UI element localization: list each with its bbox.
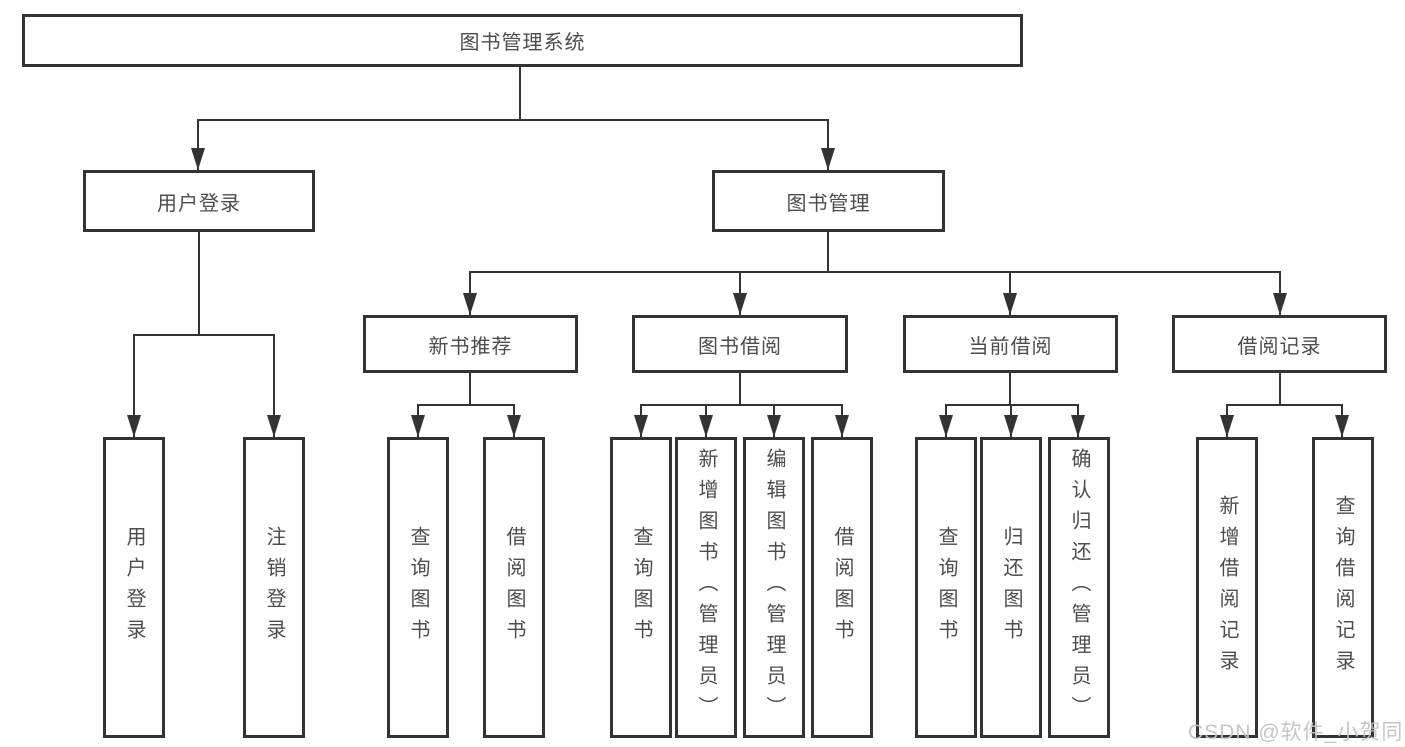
node-current-borrow-label: 当前借阅 — [968, 335, 1053, 358]
connector-line-v — [1009, 373, 1011, 406]
arrowhead-down-icon — [1335, 415, 1349, 437]
node-root-label: 图书管理系统 — [459, 32, 586, 54]
arrowhead-down-icon — [463, 293, 477, 315]
connector-line-v — [519, 67, 521, 120]
connector-line-v — [273, 334, 275, 437]
node-book-management: 图书管理 — [712, 170, 945, 232]
arrowhead-down-icon — [634, 415, 648, 437]
node-current-borrow: 当前借阅 — [903, 315, 1118, 373]
connector-line-h — [197, 119, 829, 121]
csdn-watermark: CSDN @软件_小贺同学 — [1188, 721, 1405, 744]
leaf-borrow-books-borrow-label: 借阅图书 — [831, 525, 853, 650]
leaf-add-books-admin: 新增图书（管理员） — [675, 437, 737, 738]
node-borrow-records-label: 借阅记录 — [1237, 335, 1322, 358]
node-user-login-label: 用户登录 — [157, 192, 241, 215]
leaf-logout: 注销登录 — [243, 437, 305, 738]
connector-line-v — [198, 232, 200, 336]
leaf-borrow-books-borrow: 借阅图书 — [811, 437, 873, 738]
leaf-logout-label: 注销登录 — [263, 525, 285, 650]
leaf-query-books-borrow: 查询图书 — [610, 437, 672, 738]
leaf-confirm-return-admin-label: 确认归还（管理员） — [1068, 448, 1090, 727]
leaf-user-login-label: 用户登录 — [123, 525, 145, 650]
leaf-query-books-current: 查询图书 — [915, 437, 977, 738]
node-root: 图书管理系统 — [22, 14, 1023, 67]
node-user-login: 用户登录 — [83, 170, 315, 232]
node-book-borrow: 图书借阅 — [632, 315, 848, 373]
connector-line-v — [133, 334, 135, 437]
leaf-edit-books-admin: 编辑图书（管理员） — [743, 437, 805, 738]
node-new-book-recommend: 新书推荐 — [363, 315, 578, 373]
leaf-add-borrow-record: 新增借阅记录 — [1196, 437, 1258, 738]
leaf-query-borrow-record: 查询借阅记录 — [1312, 437, 1374, 738]
node-book-management-label: 图书管理 — [786, 192, 871, 215]
connector-line-v — [739, 373, 741, 406]
arrowhead-down-icon — [767, 415, 781, 437]
leaf-borrow-books-new-label: 借阅图书 — [503, 525, 525, 650]
arrowhead-down-icon — [507, 415, 521, 437]
arrowhead-down-icon — [191, 148, 205, 170]
arrowhead-down-icon — [1220, 415, 1234, 437]
node-borrow-records: 借阅记录 — [1172, 315, 1387, 373]
arrowhead-down-icon — [733, 293, 747, 315]
arrowhead-down-icon — [821, 148, 835, 170]
arrowhead-down-icon — [1003, 293, 1017, 315]
leaf-return-books-label: 归还图书 — [1000, 525, 1022, 650]
arrowhead-down-icon — [267, 415, 281, 437]
leaf-query-books-new: 查询图书 — [387, 437, 449, 738]
arrowhead-down-icon — [1004, 415, 1018, 437]
connector-line-h — [945, 404, 1079, 406]
arrowhead-down-icon — [835, 415, 849, 437]
leaf-add-borrow-record-label: 新增借阅记录 — [1216, 494, 1238, 681]
leaf-add-books-admin-label: 新增图书（管理员） — [695, 448, 717, 727]
leaf-user-login: 用户登录 — [103, 437, 165, 738]
arrowhead-down-icon — [1273, 293, 1287, 315]
arrowhead-down-icon — [699, 415, 713, 437]
leaf-query-books-new-label: 查询图书 — [407, 525, 429, 650]
arrowhead-down-icon — [939, 415, 953, 437]
leaf-query-books-borrow-label: 查询图书 — [630, 525, 652, 650]
connector-line-h — [417, 404, 515, 406]
node-new-book-recommend-label: 新书推荐 — [428, 335, 513, 358]
leaf-edit-books-admin-label: 编辑图书（管理员） — [763, 448, 785, 727]
connector-line-h — [640, 404, 843, 406]
connector-line-v — [469, 373, 471, 406]
connector-line-h — [1226, 404, 1343, 406]
arrowhead-down-icon — [411, 415, 425, 437]
connector-line-v — [827, 232, 829, 273]
leaf-return-books: 归还图书 — [980, 437, 1042, 738]
node-book-borrow-label: 图书借阅 — [698, 335, 782, 358]
arrowhead-down-icon — [1071, 415, 1085, 437]
leaf-confirm-return-admin: 确认归还（管理员） — [1048, 437, 1110, 738]
connector-line-v — [1279, 373, 1281, 406]
leaf-query-borrow-record-label: 查询借阅记录 — [1332, 494, 1354, 681]
connector-line-v — [197, 119, 199, 170]
connector-line-v — [827, 119, 829, 170]
connector-line-h — [133, 334, 275, 336]
leaf-query-books-current-label: 查询图书 — [935, 525, 957, 650]
arrowhead-down-icon — [127, 415, 141, 437]
leaf-borrow-books-new: 借阅图书 — [483, 437, 545, 738]
connector-line-h — [469, 271, 1281, 273]
